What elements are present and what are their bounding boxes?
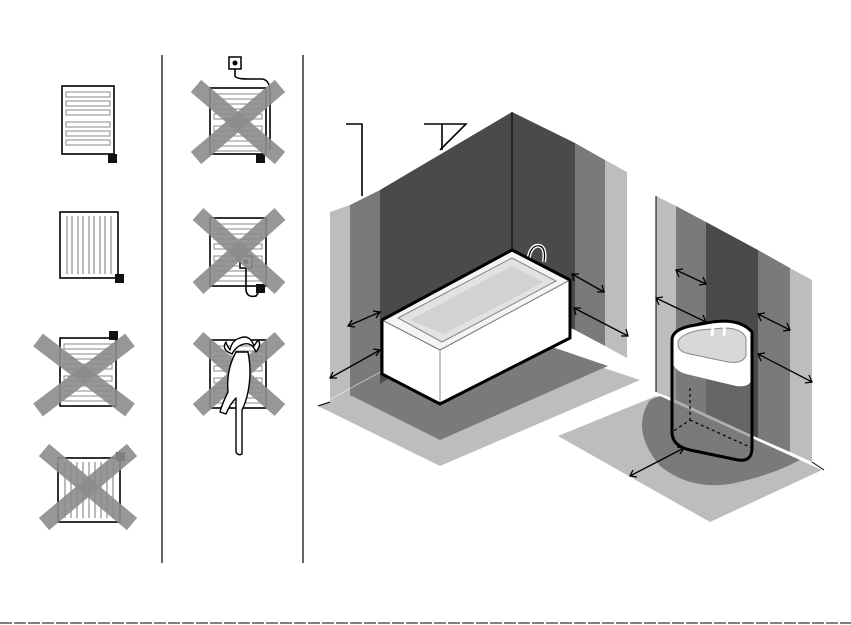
washbasin-right-wall-zone1 [758, 250, 790, 452]
connector-box-icon [108, 154, 117, 163]
connector-box-icon [109, 331, 118, 340]
connector-box-icon [256, 154, 265, 163]
ladder-towel-rail-allowed [62, 86, 117, 163]
washbasin-right-wall-zone2 [790, 268, 812, 462]
connector-box-icon [256, 284, 265, 293]
washbasin [672, 321, 752, 460]
bathtub-left-wall-zone1 [350, 190, 380, 396]
climbing-on-rail-forbidden [198, 337, 280, 455]
height-marker-left [346, 124, 362, 196]
bathtub-zone-scene [318, 112, 640, 466]
connector-box-icon [115, 274, 124, 283]
bathtub-right-wall-zone1 [575, 143, 605, 346]
panel-radiator-allowed [60, 212, 124, 283]
socket-behind-rail-forbidden [198, 214, 280, 296]
ladder-rail-top-connector-forbidden [38, 331, 130, 410]
bathtub-right-wall-zone2 [605, 160, 627, 358]
wall-socket-cable-forbidden [196, 57, 280, 163]
panel-radiator-top-connector-forbidden [44, 450, 132, 524]
